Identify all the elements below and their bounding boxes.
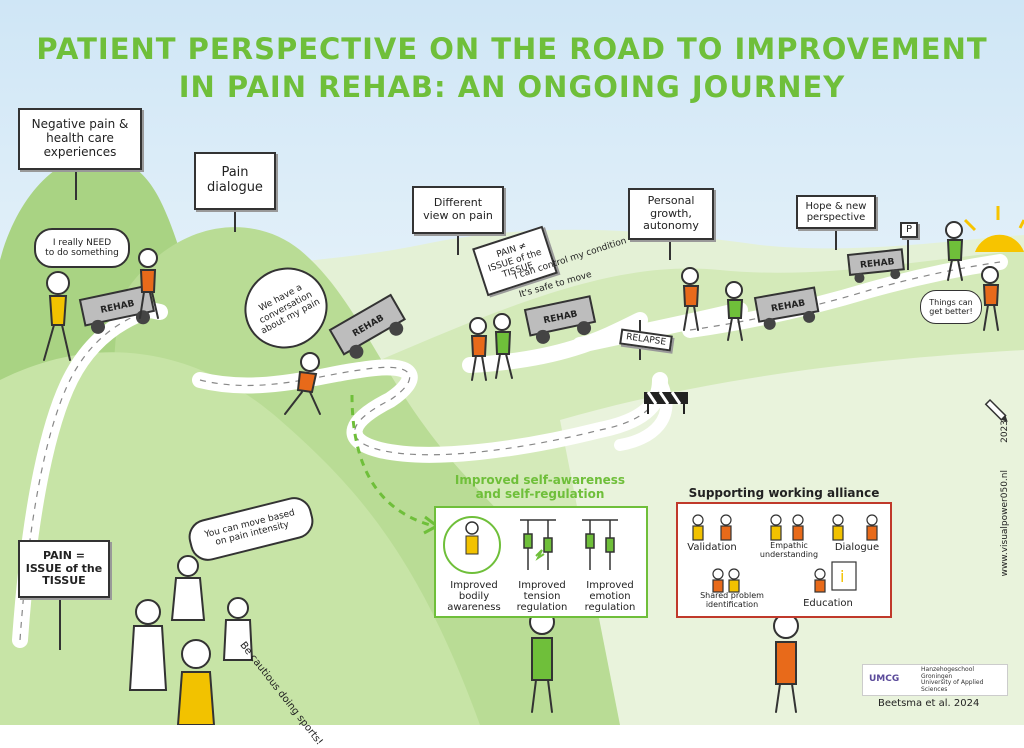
road bbox=[12, 254, 1008, 648]
rehab-cart-2: REHAB bbox=[328, 293, 406, 359]
dashed-arrow bbox=[350, 394, 431, 527]
rehab-cart-5: REHAB bbox=[846, 248, 905, 283]
rehab-cart-3: REHAB bbox=[523, 295, 597, 344]
rehab-cart-4: REHAB bbox=[753, 286, 820, 330]
self-item-tension: Improved tension regulation bbox=[516, 580, 568, 613]
sign-hope: Hope & new perspective bbox=[796, 195, 876, 229]
self-item-bodily: Improved bodily awareness bbox=[447, 580, 501, 613]
title-line-2: IN PAIN REHAB: AN ONGOING JOURNEY bbox=[178, 70, 846, 104]
working-alliance-panel: i Validation Empathic understanding Dial… bbox=[676, 502, 892, 618]
sun-icon bbox=[963, 206, 1024, 252]
alliance-panel-icons: i bbox=[692, 514, 878, 593]
sign-different-view: Different view on pain bbox=[412, 186, 504, 234]
sign-personal-growth: Personal growth, autonomy bbox=[628, 188, 714, 240]
title-line-1: PATIENT PERSPECTIVE ON THE ROAD TO IMPRO… bbox=[36, 32, 988, 66]
pencil-icon bbox=[984, 398, 1008, 422]
rehab-cart-1: REHAB bbox=[78, 284, 156, 334]
road-barrier-icon bbox=[644, 391, 688, 414]
credit-citation: Beetsma et al. 2024 bbox=[878, 698, 980, 709]
alliance-panel-title: Supporting working alliance bbox=[688, 486, 880, 500]
credit-year: 2023 bbox=[1000, 420, 1010, 443]
alliance-item-dialogue: Dialogue bbox=[834, 542, 880, 553]
hanze-logo: Hanzehogeschool Groningen University of … bbox=[921, 666, 984, 693]
sign-negative-experiences: Negative pain & health care experiences bbox=[18, 108, 142, 170]
umcg-logo: UMCG bbox=[869, 674, 900, 684]
sign-pain-dialogue: Pain dialogue bbox=[194, 152, 276, 210]
credit-website: www.visualpower050.nl bbox=[1000, 470, 1010, 577]
speech-things-better: Things can get better! bbox=[920, 290, 982, 324]
sign-pain-issue: PAIN = ISSUE of the TISSUE bbox=[18, 540, 110, 598]
svg-text:i: i bbox=[840, 567, 844, 586]
alliance-item-validation: Validation bbox=[687, 542, 737, 553]
self-panel-title: Improved self-awareness and self-regulat… bbox=[454, 473, 626, 501]
alliance-item-education: Education bbox=[803, 598, 853, 609]
speech-need-something: I really NEED to do something bbox=[34, 228, 130, 268]
alliance-item-empathic: Empathic understanding bbox=[759, 541, 819, 559]
cart-label: REHAB bbox=[860, 257, 895, 271]
logos-box: UMCG Hanzehogeschool Groningen Universit… bbox=[862, 664, 1008, 696]
relapse-road bbox=[614, 374, 673, 451]
sign-parking: P bbox=[900, 222, 918, 238]
self-item-emotion: Improved emotion regulation bbox=[584, 580, 636, 613]
alliance-item-shared: Shared problem identification bbox=[700, 591, 764, 609]
self-panel-icons bbox=[443, 516, 618, 574]
person-figures bbox=[43, 221, 1000, 725]
self-regulation-panel: Improved bodily awareness Improved tensi… bbox=[434, 506, 648, 618]
